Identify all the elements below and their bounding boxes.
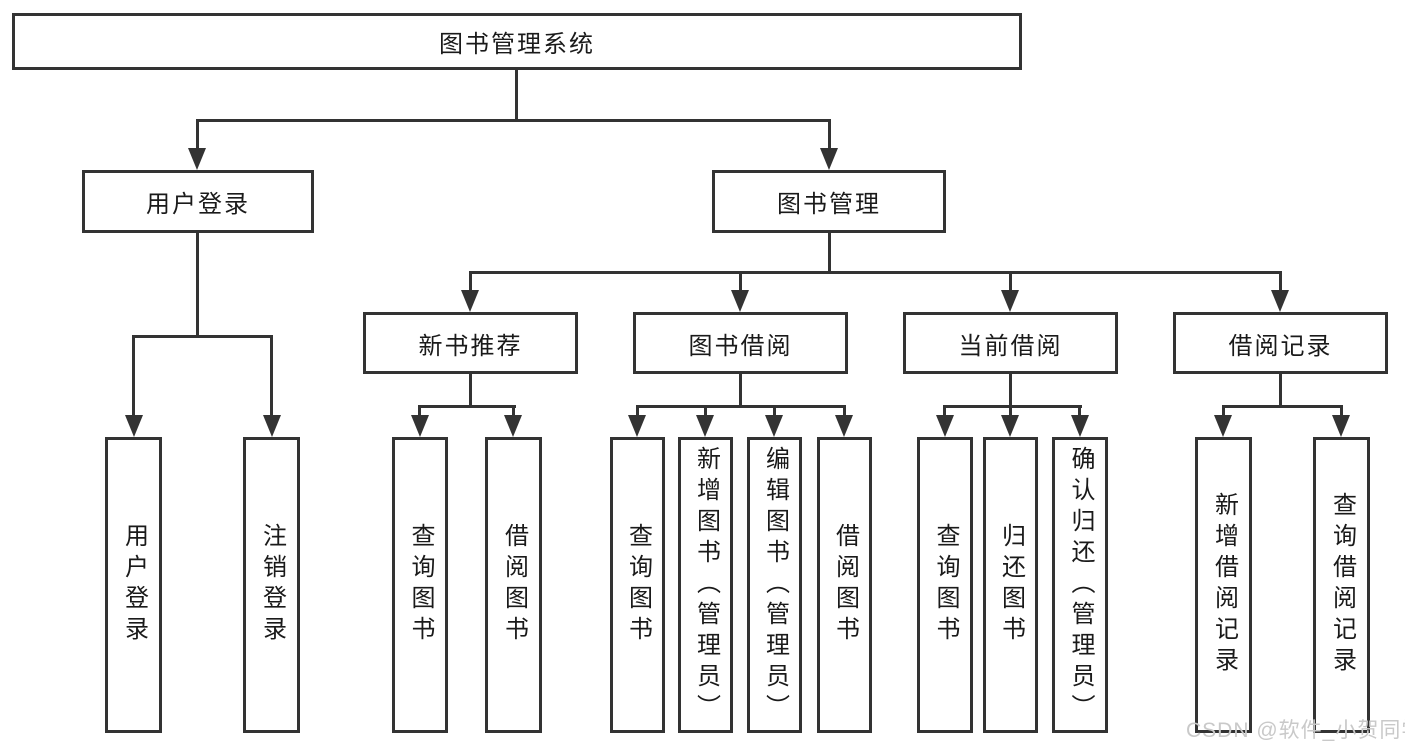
connector-line [828,233,831,271]
connector-line [739,271,742,292]
arrow-down-icon [263,415,281,437]
arrow-down-icon [411,415,429,437]
arrow-down-icon [1001,415,1019,437]
node-leaf-borrow-book-1: 借阅图书 [485,437,542,733]
connector-line [469,271,472,292]
node-book-management: 图书管理 [712,170,946,233]
connector-line [843,405,846,417]
node-borrow-record: 借阅记录 [1173,312,1388,374]
connector-line [943,405,1082,408]
arrow-down-icon [835,415,853,437]
arrow-down-icon [820,148,838,170]
connector-line [418,405,516,408]
connector-line [132,335,273,338]
connector-line [469,271,1282,274]
csdn-watermark: CSDN @软件_小贺同学 [1186,719,1405,742]
node-user-login: 用户登录 [82,170,314,233]
arrow-down-icon [1214,415,1232,437]
connector-line [773,405,776,417]
node-leaf-add-book-admin: 新增图书（管理员） [678,437,733,733]
arrow-down-icon [461,290,479,312]
arrow-down-icon [1001,290,1019,312]
connector-line [196,119,199,150]
connector-line [739,374,742,405]
connector-line [1279,374,1282,405]
node-leaf-query-book-3: 查询图书 [917,437,973,733]
arrow-down-icon [731,290,749,312]
connector-line [196,119,831,122]
connector-line [196,233,199,335]
arrow-down-icon [1332,415,1350,437]
connector-line [636,405,846,408]
arrow-down-icon [628,415,646,437]
arrow-down-icon [504,415,522,437]
node-new-book-recommend: 新书推荐 [363,312,578,374]
node-leaf-edit-book-admin: 编辑图书（管理员） [747,437,802,733]
connector-line [704,405,707,417]
connector-line [1009,271,1012,292]
connector-line [270,335,273,417]
node-current-borrow: 当前借阅 [903,312,1118,374]
connector-line [1279,271,1282,292]
connector-line [1009,405,1012,417]
arrow-down-icon [125,415,143,437]
connector-line [469,374,472,405]
arrow-down-icon [696,415,714,437]
node-leaf-add-borrow-record: 新增借阅记录 [1195,437,1252,733]
node-leaf-logout: 注销登录 [243,437,300,733]
connector-line [1009,374,1012,405]
connector-line [1078,405,1081,417]
connector-line [943,405,946,417]
connector-line [418,405,421,417]
arrow-down-icon [765,415,783,437]
node-leaf-query-borrow-record: 查询借阅记录 [1313,437,1370,733]
connector-line [512,405,515,417]
connector-line [515,69,518,120]
node-leaf-user-login: 用户登录 [105,437,162,733]
node-leaf-borrow-book-2: 借阅图书 [817,437,872,733]
node-root: 图书管理系统 [12,13,1022,70]
node-leaf-query-book-2: 查询图书 [610,437,665,733]
node-leaf-query-book-1: 查询图书 [392,437,448,733]
arrow-down-icon [1071,415,1089,437]
connector-line [828,119,831,150]
arrow-down-icon [936,415,954,437]
connector-line [1222,405,1225,417]
node-book-borrow: 图书借阅 [633,312,848,374]
connector-line [132,335,135,417]
connector-line [1340,405,1343,417]
arrow-down-icon [1271,290,1289,312]
connector-line [1222,405,1343,408]
connector-line [636,405,639,417]
node-leaf-return-book: 归还图书 [983,437,1038,733]
arrow-down-icon [188,148,206,170]
node-leaf-confirm-return-admin: 确认归还（管理员） [1052,437,1108,733]
